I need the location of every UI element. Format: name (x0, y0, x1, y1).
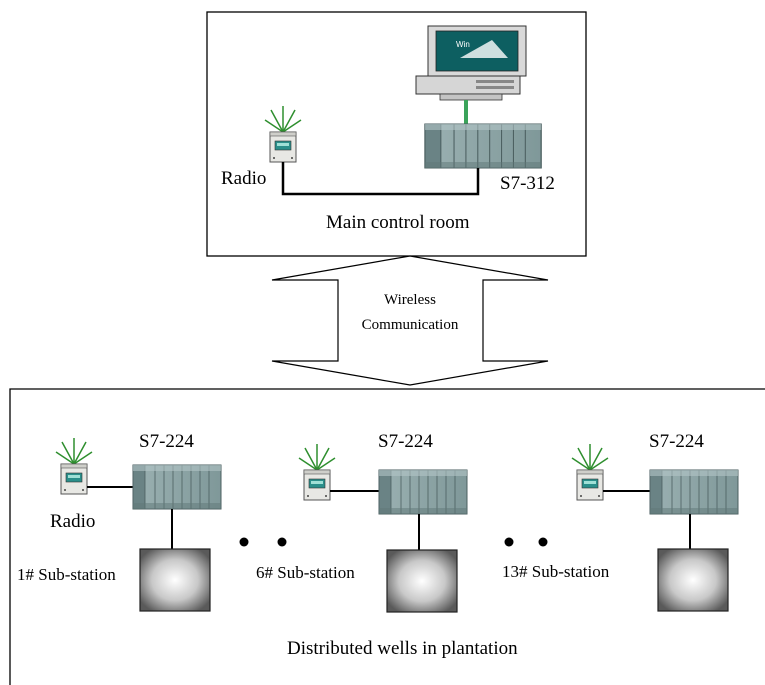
well-pump-icon (139, 548, 211, 612)
antenna-icon (571, 443, 609, 501)
antenna-icon (298, 443, 336, 501)
substation-1-plc-label: S7-224 (139, 431, 194, 452)
wireless-link-arrow: Wireless Communication (271, 255, 549, 386)
plc-rack-icon (132, 464, 222, 510)
substation-1: S7-224 Radio 1# Sub-station (17, 431, 222, 612)
plc-rack-icon (649, 469, 739, 515)
substation-1-name: 1# Sub-station (17, 565, 116, 584)
substation-1-radio-label: Radio (50, 511, 95, 532)
computer-screen-text: Win (456, 40, 470, 49)
substation-6-name: 6# Sub-station (256, 563, 355, 582)
ellipsis-dots-icon (239, 537, 287, 547)
substation-13-plc-label: S7-224 (649, 431, 704, 452)
substation-6: S7-224 6# Sub-station (256, 431, 468, 613)
computer-icon: Win (415, 25, 527, 101)
well-pump-icon (386, 549, 458, 613)
well-pump-icon (657, 548, 729, 612)
substation-13-name: 13# Sub-station (502, 562, 610, 581)
radio-plc-cable (281, 162, 480, 196)
antenna-icon (55, 437, 93, 495)
plc-rack-icon (378, 469, 468, 515)
main-room-title: Main control room (326, 212, 470, 233)
plc-label-s7-312: S7-312 (500, 173, 555, 194)
plantation-frame (9, 388, 765, 685)
plantation-area: S7-224 Radio 1# Sub-station S7-224 (9, 388, 765, 685)
main-radio-label: Radio (221, 168, 266, 189)
substation-13: S7-224 13# Sub-station (502, 431, 739, 612)
plc-rack-icon (424, 123, 542, 169)
wireless-label-line2: Communication (362, 317, 459, 333)
wireless-label-line1: Wireless (384, 292, 436, 308)
plantation-title: Distributed wells in plantation (287, 638, 518, 659)
substation-6-plc-label: S7-224 (378, 431, 433, 452)
ellipsis-dots-icon (504, 537, 548, 547)
main-control-room: Win S7-312 Radio Main control room (206, 11, 587, 257)
